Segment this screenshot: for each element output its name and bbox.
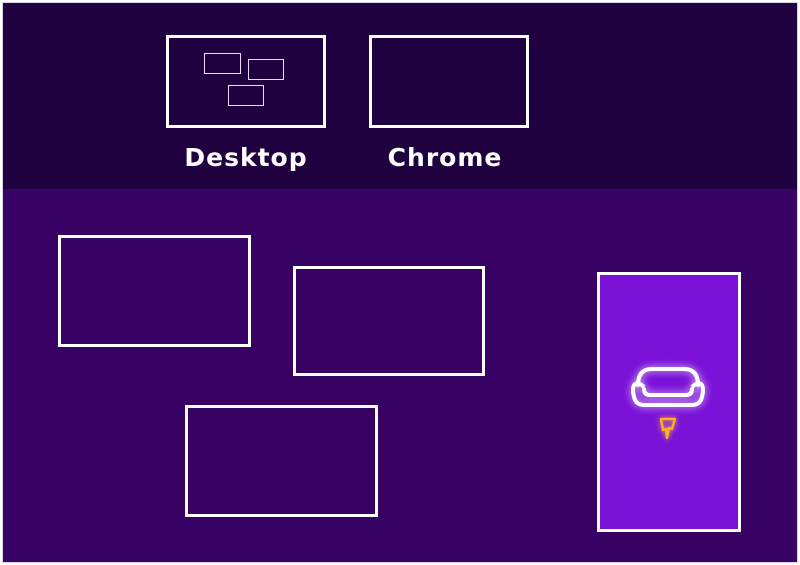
desktop-mode-label[interactable]: Desktop bbox=[184, 143, 308, 172]
mini-window bbox=[248, 59, 284, 80]
app-launch-panel[interactable] bbox=[597, 272, 741, 532]
workspace-window[interactable] bbox=[293, 266, 485, 376]
chrome-mode-card[interactable] bbox=[369, 35, 529, 128]
mini-window bbox=[228, 85, 264, 106]
mini-window bbox=[204, 53, 241, 74]
workspace-window[interactable] bbox=[185, 405, 378, 517]
rocket-icon bbox=[659, 417, 677, 440]
chrome-mode-label[interactable]: Chrome bbox=[387, 143, 503, 172]
workspace-window[interactable] bbox=[58, 235, 251, 347]
mode-selector-bar: Desktop Chrome bbox=[3, 3, 797, 189]
couch-icon bbox=[631, 367, 705, 407]
desktop-mode-card[interactable] bbox=[166, 35, 326, 128]
